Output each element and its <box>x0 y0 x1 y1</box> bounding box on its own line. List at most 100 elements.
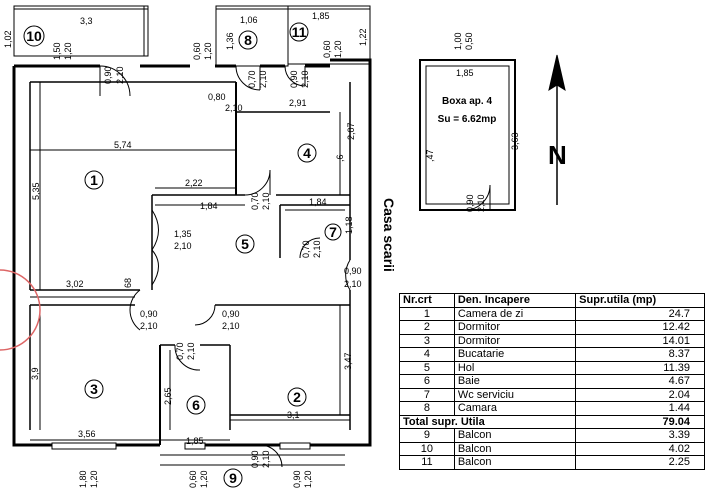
dim-label: 2,10 <box>312 240 322 258</box>
dim-label: 0,90 <box>222 309 240 319</box>
dim-label: 2,10 <box>186 342 196 360</box>
row-nr: 4 <box>399 347 455 362</box>
dim-label: 1,20 <box>89 470 99 488</box>
table-header-name: Den. Incapere <box>453 293 577 308</box>
stamp-mark <box>0 269 41 351</box>
box-dim-label: 0,90 <box>465 194 475 212</box>
room-3-number: 3 <box>90 381 98 397</box>
row-area: 2.04 <box>575 387 705 402</box>
dim-label: 2,07 <box>346 122 356 140</box>
dim-label: 2,10 <box>300 70 310 88</box>
dim-label: 2,65 <box>163 387 173 405</box>
row-name: Baie <box>453 374 577 389</box>
row-nr: 11 <box>399 455 455 470</box>
dim-label: 1,18 <box>344 216 354 234</box>
dim-label: 1,06 <box>240 15 258 25</box>
room-8-number: 8 <box>244 32 252 48</box>
dim-label: 5,35 <box>31 182 41 200</box>
box-area: Su = 6.62mp <box>438 114 497 125</box>
dim-label: 2,10 <box>225 103 243 113</box>
row-name: Camara <box>453 401 577 416</box>
row-name: Wc serviciu <box>453 387 577 402</box>
row-nr: 9 <box>399 428 455 443</box>
dim-label: 2,91 <box>289 98 307 108</box>
room-4-number: 4 <box>303 145 311 161</box>
box-dim-label: 0,50 <box>464 32 474 50</box>
dim-label: 0,70 <box>247 70 257 88</box>
dim-label: 3,56 <box>78 429 96 439</box>
dim-label: 68 <box>123 278 133 288</box>
dim-label: 2,10 <box>115 66 125 84</box>
dim-label: 1,20 <box>63 42 73 60</box>
compass-north-letter: N <box>548 140 567 170</box>
dim-label: 1,20 <box>199 470 209 488</box>
room-10-number: 10 <box>26 28 42 44</box>
box-dim-label: 1,85 <box>456 68 474 78</box>
dim-label: 3,9 <box>30 367 40 380</box>
stair-label: Casa scarii <box>381 198 397 272</box>
balcony-11-outline <box>287 5 371 65</box>
dim-label: 3,1 <box>287 410 300 420</box>
dim-label: 0,90 <box>289 70 299 88</box>
dim-label: 0,90 <box>140 309 158 319</box>
row-area: 4.02 <box>575 441 705 456</box>
room-2-number: 2 <box>293 389 301 405</box>
box-dim-label: 2,10 <box>476 194 486 212</box>
total-value: 79.04 <box>575 414 705 429</box>
dim-label: 2,10 <box>258 70 268 88</box>
dim-label: 2,22 <box>185 178 203 188</box>
dim-label: 1,20 <box>333 40 343 58</box>
dim-label: 1,22 <box>358 28 368 46</box>
storage-box-outline <box>419 59 516 211</box>
row-nr: 1 <box>399 306 455 321</box>
north-arrow-icon <box>548 54 566 92</box>
row-area: 12.42 <box>575 320 705 335</box>
outer-wall <box>12 58 372 447</box>
dim-label: 0,70 <box>301 240 311 258</box>
dim-label: 0,70 <box>175 342 185 360</box>
room-1-number: 1 <box>90 172 98 188</box>
row-area: 24.7 <box>575 306 705 321</box>
row-name: Balcon <box>453 441 577 456</box>
box-dim-label: ,47 <box>425 149 435 162</box>
row-name: Camera de zi <box>453 306 577 321</box>
dim-label: 2,10 <box>261 192 271 210</box>
dim-label: 0,90 <box>292 470 302 488</box>
room-7-number: 7 <box>329 224 337 240</box>
dim-label: 1,85 <box>186 436 204 446</box>
row-name: Dormitor <box>453 320 577 335</box>
row-name: Balcon <box>453 428 577 443</box>
dim-label: 3,47 <box>343 352 353 370</box>
dim-label: 1,84 <box>200 201 218 211</box>
row-name: Hol <box>453 360 577 375</box>
dim-label: 1,85 <box>312 11 330 21</box>
total-label: Total supr. Utila <box>398 414 577 429</box>
row-area: 14.01 <box>575 333 705 348</box>
row-name: Balcon <box>453 455 577 470</box>
row-nr: 5 <box>399 360 455 375</box>
dim-label: ,6 <box>335 154 345 162</box>
dim-label: 5,74 <box>114 140 132 150</box>
dim-label: 2,10 <box>344 279 362 289</box>
dim-label: 0,60 <box>188 470 198 488</box>
dim-label: 0,60 <box>192 42 202 60</box>
dim-label: 3,3 <box>80 16 93 26</box>
row-area: 1.44 <box>575 401 705 416</box>
row-name: Bucatarie <box>453 347 577 362</box>
box-dim-label: 1,00 <box>453 32 463 50</box>
row-area: 4.67 <box>575 374 705 389</box>
room-6-number: 6 <box>192 397 200 413</box>
room-9-number: 9 <box>229 470 237 486</box>
dim-label: 1,84 <box>309 197 327 207</box>
dim-label: 3,02 <box>66 279 84 289</box>
dim-label: 0,70 <box>250 192 260 210</box>
box-dim-label: 3,63 <box>510 132 520 150</box>
row-name: Dormitor <box>453 333 577 348</box>
row-nr: 7 <box>399 387 455 402</box>
dim-label: 1,20 <box>203 42 213 60</box>
